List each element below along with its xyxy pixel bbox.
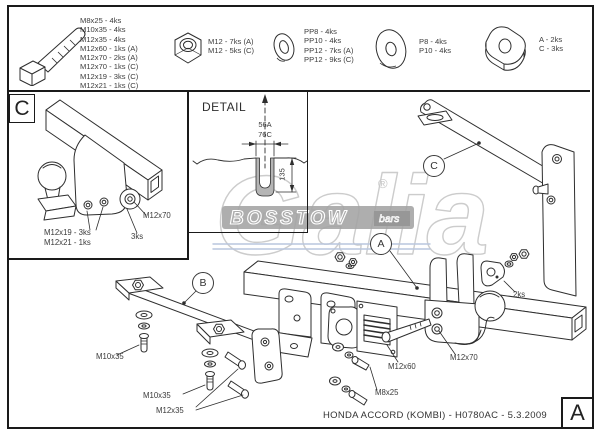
page-frame: [7, 5, 594, 429]
part-line: M10x35 - 4ks: [80, 25, 126, 35]
spring-washer-icon: [273, 33, 295, 62]
label-m10x35-left: M10x35: [96, 352, 124, 361]
balloon-c: C: [423, 155, 445, 177]
nut-icon: [174, 32, 202, 64]
c-view-letter: C: [9, 94, 35, 123]
title-block-text: HONDA ACCORD (KOMBI) - H0780AC - 5.3.200…: [322, 410, 547, 421]
detail-width-dim-c: 76C: [258, 130, 272, 139]
watermark-band-text: BOSSTOW: [230, 208, 349, 229]
label-2ks: 2ks: [513, 290, 526, 299]
c-view-bolt-label: M12x70: [143, 211, 171, 220]
label-m12x35: M12x35: [156, 406, 184, 415]
sheet-revision-letter: A: [561, 397, 592, 427]
part-line: A - 2ks: [539, 35, 563, 44]
part-line: M12x21 - 1ks (C): [80, 81, 139, 91]
detail-width-dim-a: 56A: [258, 120, 272, 129]
detail-title: DETAIL: [202, 100, 247, 114]
watermark-band-small-text: bars: [379, 213, 400, 225]
detail-drawing: [192, 94, 308, 197]
spring-washer-list: PP8 - 4ks PP10 - 4ks PP12 - 7ks (A) PP12…: [304, 27, 354, 64]
part-line: M8x25 - 4ks: [80, 16, 122, 25]
balloon-b: B: [192, 272, 214, 294]
label-m8x25: M8x25: [375, 388, 399, 397]
part-line: M12x35 - 4ks: [80, 34, 126, 44]
c-view-box: C: [7, 92, 189, 260]
flat-washer-list: P8 - 4ks P10 - 4ks: [419, 37, 451, 56]
c-view-drawing: [37, 99, 163, 234]
detail-depth-dim: 135: [277, 168, 287, 181]
end-plate-list: A - 2ks C - 3ks: [539, 35, 563, 54]
parts-list-panel: M8x25 - 4ks M10x35 - 4ks M12x35 - 4ks M1…: [7, 5, 590, 92]
bolt-icon: [19, 27, 86, 86]
label-m12x60: M12x60: [388, 362, 416, 371]
part-line: PP8 - 4ks: [304, 27, 337, 36]
watermark: Galia ® BOSSTOW bars: [212, 152, 490, 279]
part-line: P8 - 4ks: [419, 37, 447, 46]
part-line: PP12 - 7ks (A): [304, 45, 354, 55]
part-line: PP10 - 4ks: [304, 36, 342, 46]
part-line: M12x60 - 1ks (A): [80, 43, 138, 53]
label-m10x35-mid: M10x35: [143, 391, 171, 400]
part-line: M12x70 - 1ks (C): [80, 62, 139, 72]
part-line: M12x19 - 3ks (C): [80, 71, 139, 81]
nut-list: M12 - 7ks (A) M12 - 5ks (C): [208, 37, 254, 56]
c-view-fastener-line2: M12x21 - 1ks: [44, 238, 91, 247]
registered-mark: ®: [378, 176, 388, 191]
part-line: M12 - 7ks (A): [208, 37, 254, 46]
balloon-a: A: [370, 233, 392, 255]
part-line: M12 - 5ks (C): [208, 46, 254, 56]
detail-view-box: DETAIL: [189, 92, 308, 233]
part-line: PP12 - 9ks (C): [304, 54, 354, 64]
main-assembly: [115, 99, 587, 411]
label-m12x70: M12x70: [450, 353, 478, 362]
part-line: P10 - 4ks: [419, 46, 452, 56]
c-view-fastener-line1: M12x19 - 3ks: [44, 228, 91, 237]
c-view-qty-label: 3ks: [131, 232, 144, 241]
flat-washer-icon: [375, 29, 407, 69]
end-plate-icon: [485, 26, 526, 71]
part-line: C - 3ks: [539, 44, 564, 54]
bolt-list: M8x25 - 4ks M10x35 - 4ks M12x35 - 4ks M1…: [80, 16, 138, 90]
part-line: M12x70 - 2ks (A): [80, 53, 138, 63]
